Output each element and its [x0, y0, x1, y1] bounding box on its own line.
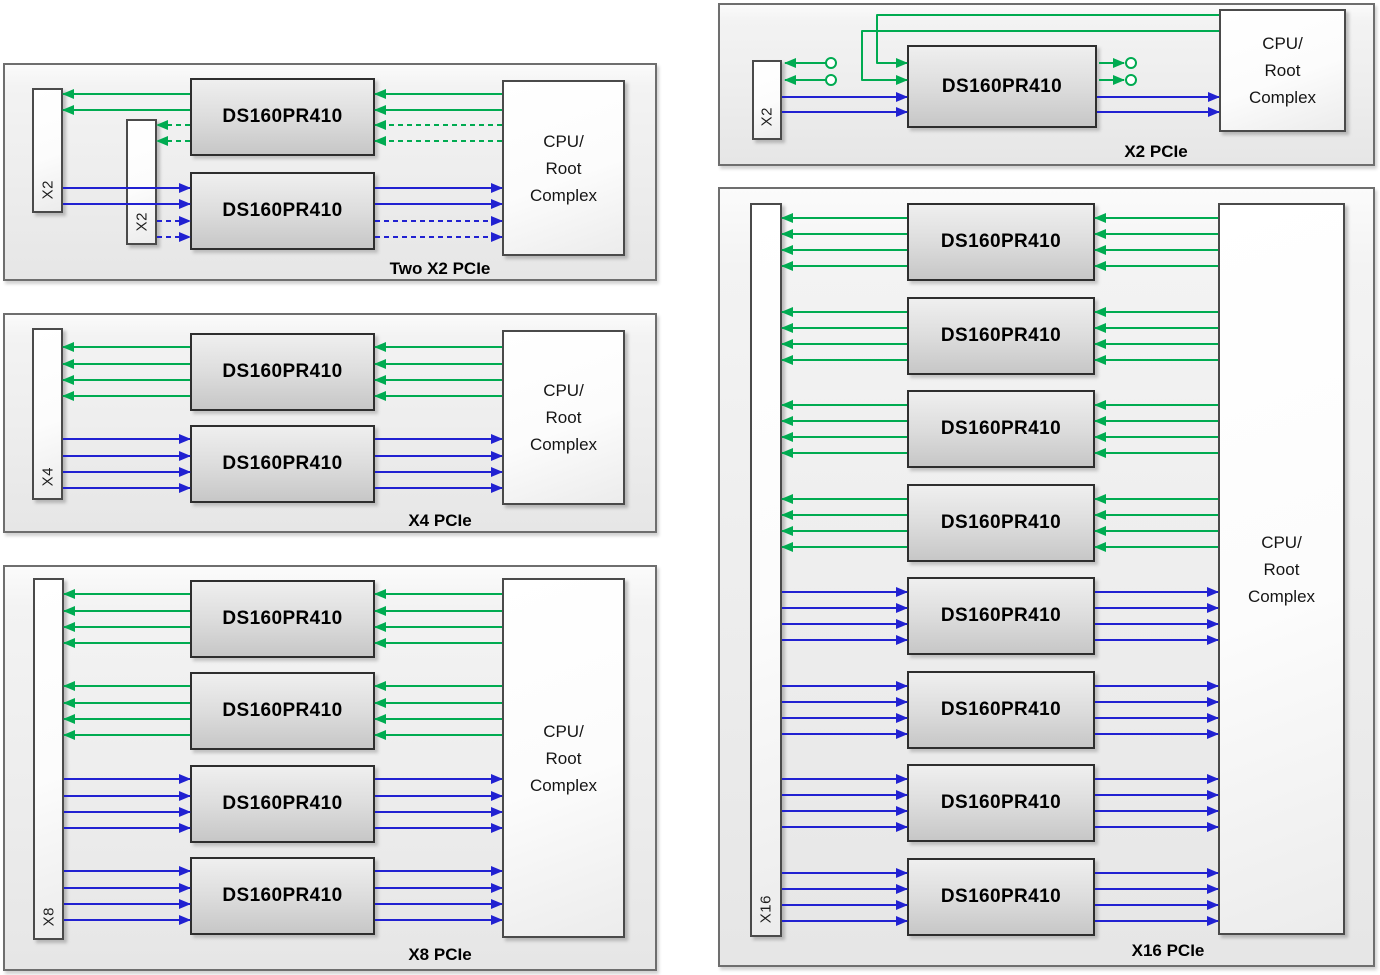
redriver-chip: DS160PR410: [190, 172, 375, 250]
chip-label: DS160PR410: [222, 885, 343, 906]
cpu-label-line: Root: [1263, 559, 1300, 579]
chip-label: DS160PR410: [940, 605, 1062, 626]
redriver-chip: DS160PR410: [907, 577, 1095, 655]
redriver-chip: DS160PR410: [190, 333, 375, 411]
connector-label: X8: [40, 906, 57, 926]
connector-label: X2: [758, 106, 776, 126]
connector-label: X2: [39, 179, 56, 199]
panel-caption: Two X2 PCIe: [389, 259, 491, 278]
redriver-chip: DS160PR410: [907, 297, 1095, 375]
panel-caption: X16 PCIe: [1131, 941, 1205, 960]
cpu-label-line: Root: [545, 748, 582, 768]
redriver-chip: DS160PR410: [190, 580, 375, 658]
chip-label: DS160PR410: [222, 106, 343, 127]
cpu-label-line: Complex: [529, 185, 598, 205]
chip-label: DS160PR410: [222, 608, 343, 629]
connector-label: X16: [757, 894, 775, 923]
redriver-chip: DS160PR410: [907, 390, 1095, 468]
cpu-label-line: Root: [1264, 61, 1301, 80]
cpu-label-line: CPU/: [543, 131, 584, 151]
connector-x2-0: X2: [752, 60, 782, 140]
redriver-chip: DS160PR410: [907, 671, 1095, 749]
chip-label: DS160PR410: [940, 512, 1062, 533]
chip-label: DS160PR410: [222, 361, 343, 382]
redriver-chip: DS160PR410: [907, 45, 1097, 128]
chip-label: DS160PR410: [940, 699, 1062, 720]
cpu-label-line: Root: [545, 158, 582, 178]
cpu-label-line: Complex: [529, 435, 598, 454]
chip-label: DS160PR410: [940, 886, 1062, 907]
redriver-chip: DS160PR410: [907, 858, 1095, 936]
redriver-chip: DS160PR410: [190, 78, 375, 156]
cpu-label-line: CPU/: [543, 721, 584, 741]
redriver-chip: DS160PR410: [907, 764, 1095, 842]
no-connect-terminal: [825, 74, 837, 86]
connector-x4-0: X4: [32, 328, 63, 500]
redriver-chip: DS160PR410: [190, 672, 375, 750]
redriver-chip: DS160PR410: [907, 484, 1095, 562]
chip-label: DS160PR410: [940, 231, 1062, 252]
cpu-label-line: Complex: [529, 775, 598, 795]
chip-label: DS160PR410: [222, 200, 343, 221]
chip-label: DS160PR410: [222, 700, 343, 721]
connector-x16-0: X16: [750, 203, 782, 937]
chip-label: DS160PR410: [940, 418, 1062, 439]
cpu-label-line: CPU/: [1262, 34, 1303, 53]
cpu-label-line: Complex: [1247, 586, 1316, 606]
chip-label: DS160PR410: [940, 325, 1062, 346]
no-connect-terminal: [1125, 74, 1137, 86]
no-connect-terminal: [825, 57, 837, 69]
connector-two-x2-0: X2: [32, 88, 63, 213]
connector-label: X2: [133, 211, 150, 231]
chip-label: DS160PR410: [941, 75, 1063, 97]
redriver-chip: DS160PR410: [190, 765, 375, 843]
cpu-label-line: CPU/: [1261, 532, 1302, 552]
no-connect-terminal: [1125, 57, 1137, 69]
cpu-label-line: Root: [545, 408, 582, 427]
panel-caption: X8 PCIe: [408, 945, 472, 964]
chip-label: DS160PR410: [222, 453, 343, 474]
redriver-chip: DS160PR410: [907, 203, 1095, 281]
redriver-chip: DS160PR410: [190, 857, 375, 935]
chip-label: DS160PR410: [940, 792, 1062, 813]
connector-label: X4: [39, 466, 56, 486]
cpu-label-line: Complex: [1248, 88, 1317, 107]
chip-label: DS160PR410: [222, 793, 343, 814]
connector-two-x2-1: X2: [126, 119, 157, 245]
cpu-label-line: CPU/: [543, 381, 584, 400]
panel-caption: X4 PCIe: [408, 511, 472, 530]
connector-x8-0: X8: [33, 578, 64, 940]
redriver-chip: DS160PR410: [190, 425, 375, 503]
panel-caption: X2 PCIe: [1124, 142, 1188, 161]
